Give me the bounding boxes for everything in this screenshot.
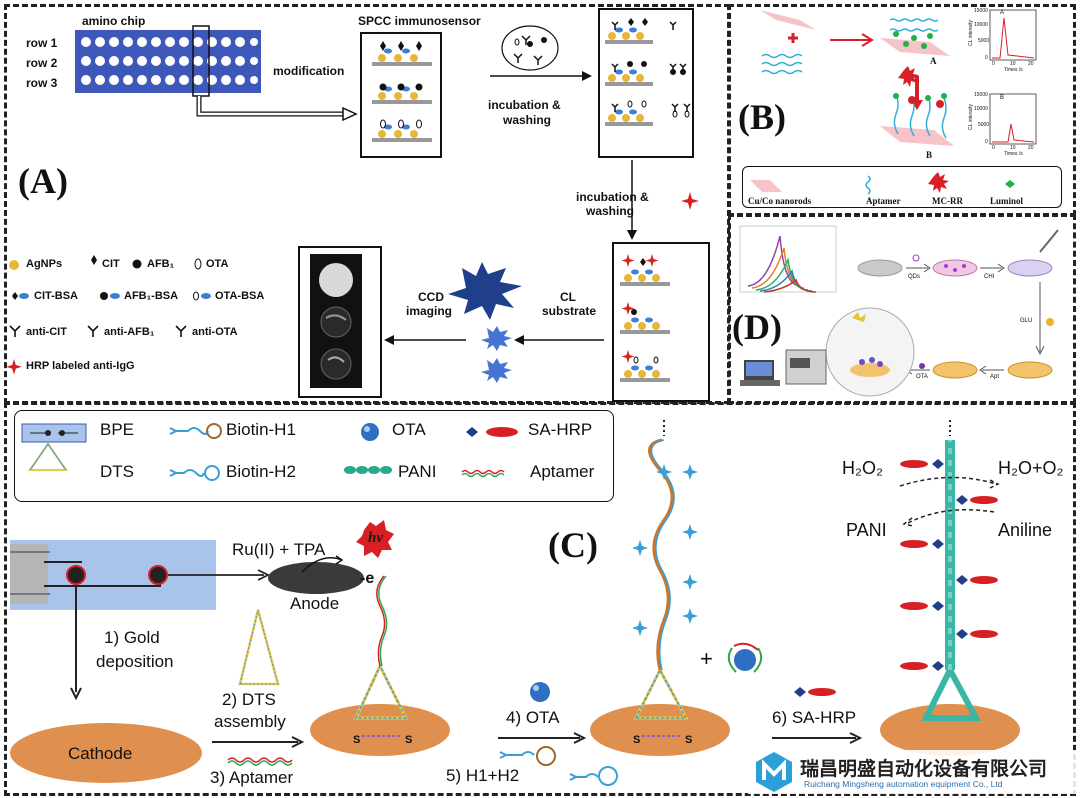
- legend-sa-hrp: SA-HRP: [528, 420, 593, 439]
- panel-c-legend: [14, 410, 614, 502]
- cl-substrate-line-2: substrate: [542, 304, 597, 318]
- graph-a-xlabel: Times /s: [1004, 67, 1023, 73]
- legend-afb1-bsa: AFB₁-BSA: [124, 290, 179, 302]
- step-6-label: 6) SA-HRP: [772, 708, 857, 727]
- incubation-2-line-1: incubation &: [576, 190, 649, 204]
- h2o2-label: H₂O₂: [842, 458, 883, 478]
- legend-dts: DTS: [100, 462, 134, 481]
- step-1-line-1: 1) Gold: [104, 628, 160, 647]
- graph-a-ytick-0: 15000: [974, 8, 988, 14]
- step-2-line-1: 2) DTS: [222, 690, 276, 709]
- anode-label: Anode: [290, 594, 340, 613]
- plus-label: +: [700, 646, 713, 671]
- chip-title: amino chip: [82, 14, 146, 28]
- step-3-label: 3) Aptamer: [210, 768, 294, 787]
- legend-luminol: Luminol: [990, 196, 1024, 206]
- legend-pani: PANI: [398, 462, 437, 481]
- legend-anti-cit: anti-CIT: [26, 326, 67, 338]
- graph-b-xlabel: Times /s: [1004, 151, 1023, 157]
- h2o-o2-label: H₂O+O₂: [998, 458, 1064, 478]
- sulfur-label-3: S: [633, 734, 641, 746]
- company-logo-icon: [756, 752, 792, 792]
- step-5-label: 5) H1+H2: [446, 766, 520, 785]
- panel-b-label: (B): [738, 97, 786, 137]
- legend-anti-afb1: anti-AFB₁: [104, 326, 155, 338]
- box-after-hrp: [612, 242, 710, 402]
- graph-b-xtick-0: 0: [992, 145, 995, 151]
- sulfur-label-2: S: [405, 734, 413, 746]
- cl-substrate-line-1: CL: [560, 290, 576, 304]
- modification-label: modification: [273, 64, 345, 78]
- ccd-imaging-line-2: imaging: [406, 304, 453, 318]
- graph-b-ytick-2: 5000: [978, 122, 990, 128]
- panel-a-label: (A): [18, 161, 68, 201]
- legend-anti-ota: anti-OTA: [192, 326, 238, 338]
- legend-bpe: BPE: [100, 420, 135, 439]
- legend-agnps: AgNPs: [26, 258, 63, 270]
- step-chi: CHI: [984, 274, 995, 280]
- row-1-label: row 1: [26, 36, 58, 50]
- legend-hrp: HRP labeled anti-IgG: [26, 360, 135, 372]
- graph-a-xtick-1: 10: [1010, 61, 1016, 67]
- company-name-en: Ruichang Mingsheng automation equipment …: [804, 779, 1003, 789]
- spcc-box: [360, 32, 442, 158]
- legend-afb1: AFB₁: [147, 258, 175, 270]
- legend-cu-co: Cu/Co nanorods: [748, 196, 812, 206]
- graph-b-xtick-1: 10: [1010, 145, 1016, 151]
- incubation-1-line-2: washing: [503, 113, 552, 127]
- graph-a-label: A: [1000, 10, 1005, 16]
- state-b-label: B: [926, 150, 933, 160]
- incubation-1-line-1: incubation &: [488, 98, 561, 112]
- ru-tpa-label: Ru(II) + TPA: [232, 540, 326, 559]
- step-ota: OTA: [916, 374, 928, 380]
- legend-mc-rr: MC-RR: [932, 196, 963, 206]
- incubation-2-line-2: washing: [586, 204, 635, 218]
- graph-b-ytick-0: 15000: [974, 92, 988, 98]
- legend-ota-bsa: OTA-BSA: [215, 290, 265, 302]
- watermark: 瑞昌明盛自动化设备有限公司 Ruichang Mingsheng automat…: [748, 750, 1076, 794]
- state-a-label: A: [930, 56, 937, 66]
- legend-ota: OTA: [206, 258, 229, 270]
- legend-aptamer-c: Aptamer: [530, 462, 595, 481]
- panel-c-label: (C): [548, 525, 598, 565]
- panel-d-label: (D): [732, 307, 782, 347]
- step-2-line-2: assembly: [214, 712, 286, 731]
- sulfur-label-4: S: [685, 734, 693, 746]
- company-name-cn: 瑞昌明盛自动化设备有限公司: [800, 759, 1048, 780]
- sulfur-label-1: S: [353, 734, 361, 746]
- graph-a-ytick-3: 0: [985, 55, 988, 61]
- ccd-image-box: [298, 246, 382, 398]
- row-3-label: row 3: [26, 76, 58, 90]
- legend-biotin-h1: Biotin-H1: [226, 420, 296, 439]
- graph-b-label: B: [1000, 95, 1005, 101]
- legend-biotin-h2: Biotin-H2: [226, 462, 296, 481]
- graph-a-ytick-2: 5000: [978, 38, 990, 44]
- step-glu: GLU: [1020, 318, 1033, 324]
- legend-cit: CIT: [102, 258, 120, 270]
- graph-b-xtick-2: 20: [1028, 145, 1034, 151]
- minus-e-label: -e: [360, 570, 375, 587]
- hv-label: hv: [368, 530, 383, 546]
- graph-b-ytick-3: 0: [985, 139, 988, 145]
- graph-a-xtick-0: 0: [992, 61, 995, 67]
- legend-aptamer-b: Aptamer: [866, 196, 901, 206]
- legend-cit-bsa: CIT-BSA: [34, 290, 78, 302]
- step-qds: QDs: [908, 274, 920, 280]
- step-4-label: 4) OTA: [506, 708, 560, 727]
- cathode-label: Cathode: [68, 744, 133, 763]
- step-1-line-2: deposition: [96, 652, 174, 671]
- ccd-imaging-line-1: CCD: [418, 290, 444, 304]
- row-2-label: row 2: [26, 56, 58, 70]
- aniline-label: Aniline: [998, 520, 1053, 540]
- panel-b-legend: [742, 166, 1062, 208]
- legend-ota-c: OTA: [392, 420, 426, 439]
- panel-c: [4, 402, 1076, 796]
- pani-out-label: PANI: [846, 520, 887, 540]
- graph-a-ytick-1: 10000: [974, 22, 988, 28]
- step-apt: Apt: [990, 374, 1000, 380]
- graph-a-xtick-2: 20: [1028, 61, 1034, 67]
- graph-b-ytick-1: 10000: [974, 106, 988, 112]
- spcc-title: SPCC immunosensor: [358, 14, 481, 28]
- box-after-incubation: [598, 8, 694, 158]
